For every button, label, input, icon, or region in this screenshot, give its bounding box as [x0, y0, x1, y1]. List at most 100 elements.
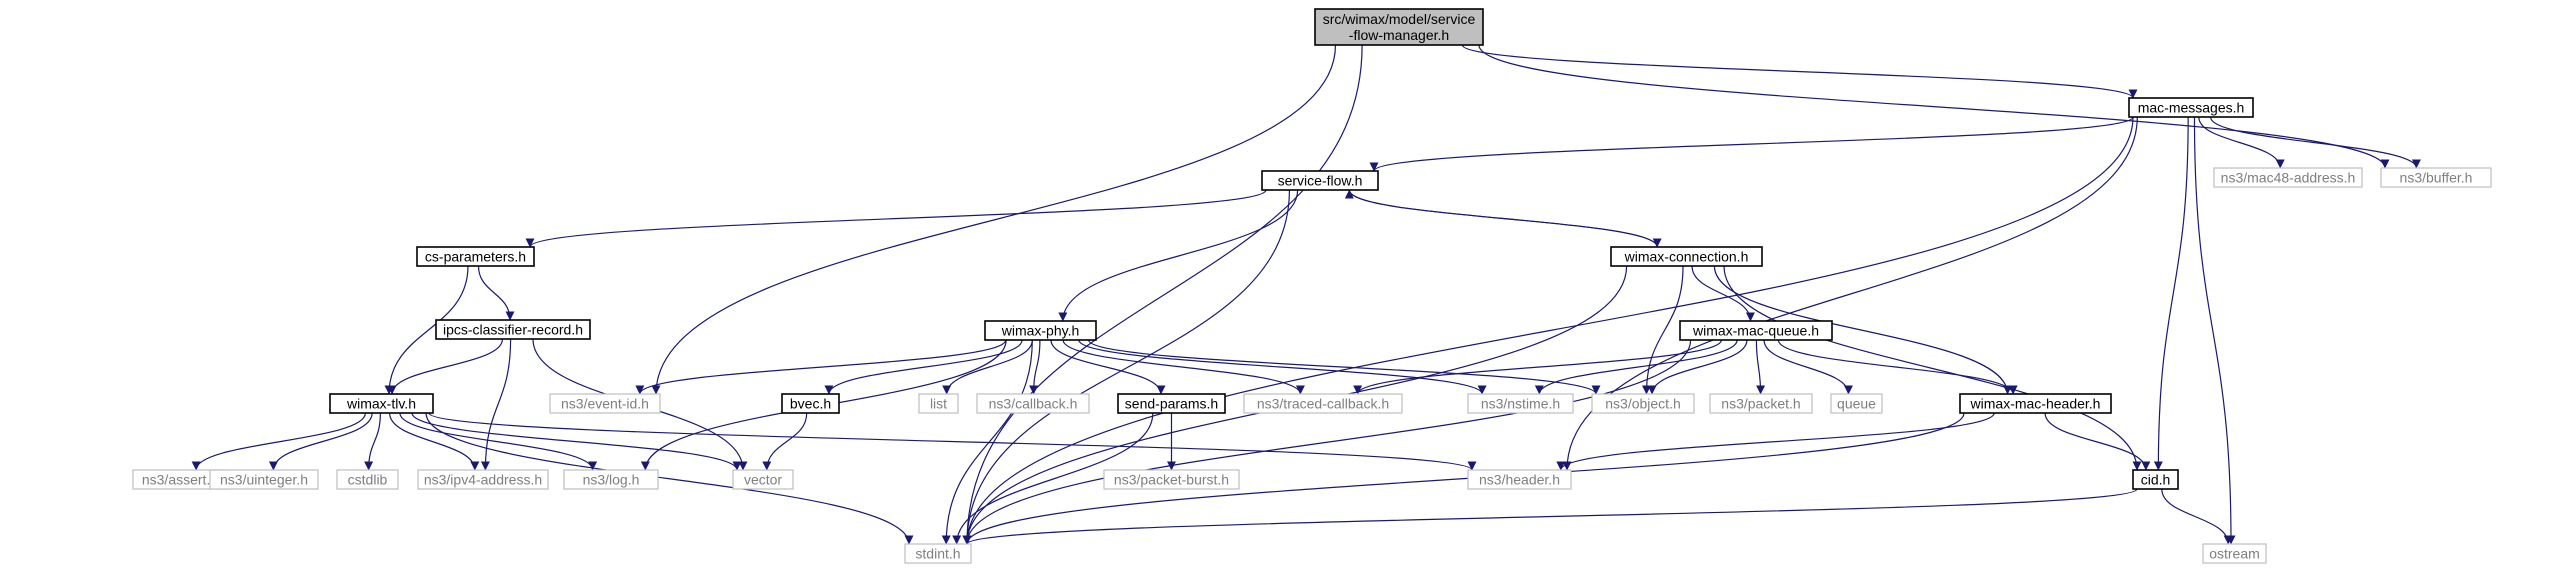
node-nstime: ns3/nstime.h: [1467, 393, 1574, 414]
edge-cid-to-stdint: [962, 488, 2138, 545]
edge-wimax-tlv-to-ipv4: [389, 412, 480, 471]
node-label: mac-messages.h: [2138, 100, 2245, 116]
edge-wimax-phy-to-nstime: [1078, 339, 1487, 395]
node-box: [417, 469, 549, 490]
node-packet: ns3/packet.h: [1709, 393, 1813, 414]
edge-wimax-tlv-to-header: [428, 412, 1477, 471]
edge-wimax-mac-header-to-stdint: [962, 412, 1965, 545]
node-box: [732, 469, 794, 490]
node-wimax-phy[interactable]: wimax-phy.h: [984, 320, 1097, 341]
node-wimax-tlv[interactable]: wimax-tlv.h: [329, 393, 434, 414]
node-wimax-connection[interactable]: wimax-connection.h: [1610, 246, 1763, 267]
node-wimax-mac-queue[interactable]: wimax-mac-queue.h: [1679, 320, 1833, 341]
edge-wimax-tlv-to-vector: [411, 412, 742, 471]
node-label: ns3/uinteger.h: [220, 472, 308, 488]
node-label: wimax-phy.h: [1001, 323, 1080, 339]
edge-wimax-tlv-to-log: [399, 412, 598, 471]
node-label: stdint.h: [915, 546, 960, 562]
edge-wimax-phy-to-callback: [1029, 339, 1041, 395]
node-send-params[interactable]: send-params.h: [1117, 393, 1226, 414]
node-cid[interactable]: cid.h: [2132, 469, 2179, 490]
edge-wimax-tlv-to-assert: [191, 412, 366, 471]
edge-wimax-tlv-to-cstdlib: [364, 412, 381, 471]
node-label: ns3/mac48-address.h: [2221, 170, 2356, 186]
node-label: ns3/event-id.h: [561, 396, 649, 412]
node-box: [976, 393, 1090, 414]
node-box: [1103, 469, 1240, 490]
node-label: ns3/buffer.h: [2400, 170, 2473, 186]
node-root[interactable]: src/wimax/model/service-flow-manager.h: [1314, 8, 1484, 46]
node-box: [2213, 167, 2363, 188]
node-label: send-params.h: [1125, 396, 1218, 412]
edge-mac-messages-to-stdint: [962, 116, 2134, 545]
node-box: [1314, 8, 1484, 46]
edge-wimax-connection-to-service-flow: [1344, 189, 1658, 248]
edge-bvec-to-vector: [762, 412, 808, 471]
node-label: ns3/packet.h: [1721, 396, 1800, 412]
edge-wimax-phy-to-list: [942, 339, 1033, 395]
node-list: list: [918, 393, 959, 414]
node-label: wimax-connection.h: [1624, 249, 1749, 265]
node-box: [209, 469, 319, 490]
node-box: [1261, 170, 1379, 191]
node-label: -flow-manager.h: [1349, 27, 1449, 43]
edge-wimax-connection-to-wimax-mac-header: [1713, 265, 2013, 395]
node-label: src/wimax/model/service: [1323, 11, 1476, 27]
edge-service-flow-to-cs-parameters: [525, 189, 1267, 248]
node-event-id: ns3/event-id.h: [549, 393, 661, 414]
node-wimax-mac-header[interactable]: wimax-mac-header.h: [1959, 393, 2112, 414]
node-box: [904, 543, 972, 564]
edge-ipcs-to-wimax-tlv: [387, 338, 504, 395]
edge-wimax-tlv-to-uinteger: [268, 412, 373, 471]
edge-cs-parameters-to-wimax-tlv: [384, 265, 469, 395]
edge-wimax-connection-to-cid: [1723, 265, 2142, 471]
node-label: ns3/callback.h: [989, 396, 1078, 412]
edge-wimax-phy-to-event-id: [635, 339, 1007, 395]
node-label: ns3/assert.h: [142, 472, 218, 488]
node-box: [1467, 469, 1572, 490]
node-ipcs[interactable]: ipcs-classifier-record.h: [435, 319, 591, 340]
node-box: [1709, 393, 1813, 414]
node-packet-burst: ns3/packet-burst.h: [1103, 469, 1240, 490]
edge-wimax-mac-queue-to-traced-callback: [1353, 339, 1722, 395]
node-box: [549, 393, 661, 414]
node-label: ns3/object.h: [1605, 396, 1681, 412]
node-uinteger: ns3/uinteger.h: [209, 469, 319, 490]
node-label: ns3/log.h: [583, 472, 640, 488]
edge-mac-messages-to-header: [1562, 116, 2138, 471]
node-box: [416, 246, 535, 267]
edge-wimax-mac-header-to-header: [1556, 412, 1995, 471]
node-label: queue: [1837, 396, 1876, 412]
edge-ipcs-to-ipv4: [480, 338, 512, 471]
node-label: wimax-tlv.h: [346, 396, 416, 412]
node-ipv4: ns3/ipv4-address.h: [417, 469, 549, 490]
node-bvec[interactable]: bvec.h: [781, 393, 840, 414]
node-box: [435, 319, 591, 340]
edge-cid-to-ostream: [2161, 488, 2233, 545]
edge-wimax-phy-to-object: [1088, 339, 1601, 395]
node-box: [1679, 320, 1833, 341]
nodes-layer: src/wimax/model/service-flow-manager.h ma…: [132, 8, 2492, 564]
node-label: ipcs-classifier-record.h: [443, 322, 583, 338]
edge-wimax-mac-header-to-cid: [2044, 412, 2151, 471]
node-cs-parameters[interactable]: cs-parameters.h: [416, 246, 535, 267]
node-box: [563, 469, 659, 490]
node-mac-messages[interactable]: mac-messages.h: [2128, 97, 2254, 118]
node-label: ns3/packet-burst.h: [1114, 472, 1229, 488]
edge-cs-parameters-to-ipcs: [477, 265, 515, 321]
node-cstdlib: cstdlib: [336, 469, 399, 490]
node-box: [329, 393, 434, 414]
edge-wimax-mac-queue-to-packet: [1755, 339, 1766, 395]
node-box: [1591, 393, 1695, 414]
edge-root-to-mac-messages: [1461, 44, 2138, 99]
node-box: [336, 469, 399, 490]
edge-mac-messages-to-mac48: [2198, 116, 2285, 169]
node-stdint: stdint.h: [904, 543, 972, 564]
node-label: list: [930, 396, 947, 412]
edge-service-flow-to-wimax-phy: [1058, 189, 1299, 322]
node-mac48: ns3/mac48-address.h: [2213, 167, 2363, 188]
edge-mac-messages-to-ostream: [2193, 116, 2236, 545]
node-service-flow[interactable]: service-flow.h: [1261, 170, 1379, 191]
node-box: [1610, 246, 1763, 267]
